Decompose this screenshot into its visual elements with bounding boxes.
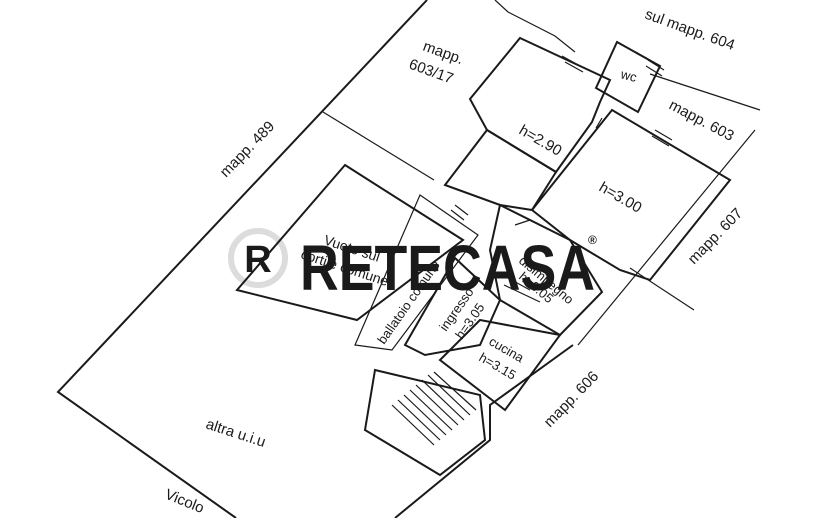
door-marker [514,219,531,226]
stair-step [403,394,447,436]
rooms [354,36,732,477]
label-mapp-607: mapp. 607 [685,205,746,268]
label-h300: h=3.00 [596,179,645,217]
watermark-brand: RETECASA [300,232,595,304]
watermark: R RETECASA ® [228,228,597,304]
room-h290 [468,36,612,174]
room-wc [594,40,662,114]
mapp-607-boundary [629,267,695,311]
stair-step [415,384,459,426]
stair-step [391,404,435,446]
stair-step [421,379,465,421]
label-h290: h=2.90 [516,122,565,160]
property-boundaries [56,0,761,518]
room-ingresso [403,256,502,357]
window-marker [645,59,665,77]
mapp-603-line [649,73,761,111]
stair-step [427,374,471,416]
room-passage [443,128,558,212]
label-mapp-489: mapp. 489 [217,118,278,181]
watermark-logo-letter: R [244,239,271,281]
watermark-logo-icon [228,228,288,288]
door-marker [503,284,541,303]
stair-step [397,399,441,441]
label-vicolo: Vicolo [163,486,207,517]
outer-boundary [56,0,428,518]
ballatoio-outline [354,194,479,351]
window-marker [450,204,469,221]
stairs [391,371,477,446]
door-marker [595,117,603,129]
door-marker [496,271,531,291]
openings [450,55,673,303]
stair-well [363,368,487,477]
label-wc: wc [618,66,639,85]
window-marker [651,129,673,147]
stair-step [433,371,477,411]
window-marker [561,55,584,73]
east-boundary [577,129,756,346]
label-mapp-606: mapp. 606 [541,368,602,431]
top-right-boundary [494,0,576,53]
stair-step [409,389,453,431]
courtyard-void [235,163,465,322]
mapp-489-line [322,111,435,181]
label-mapp-604: sul mapp. 604 [643,6,737,54]
room-h300 [530,108,732,282]
room-cucina [438,318,562,412]
label-mapp-603: mapp. 603 [666,97,737,145]
watermark-mark: ® [588,233,597,247]
label-altra-uiu: altra u.i.u [204,416,268,451]
